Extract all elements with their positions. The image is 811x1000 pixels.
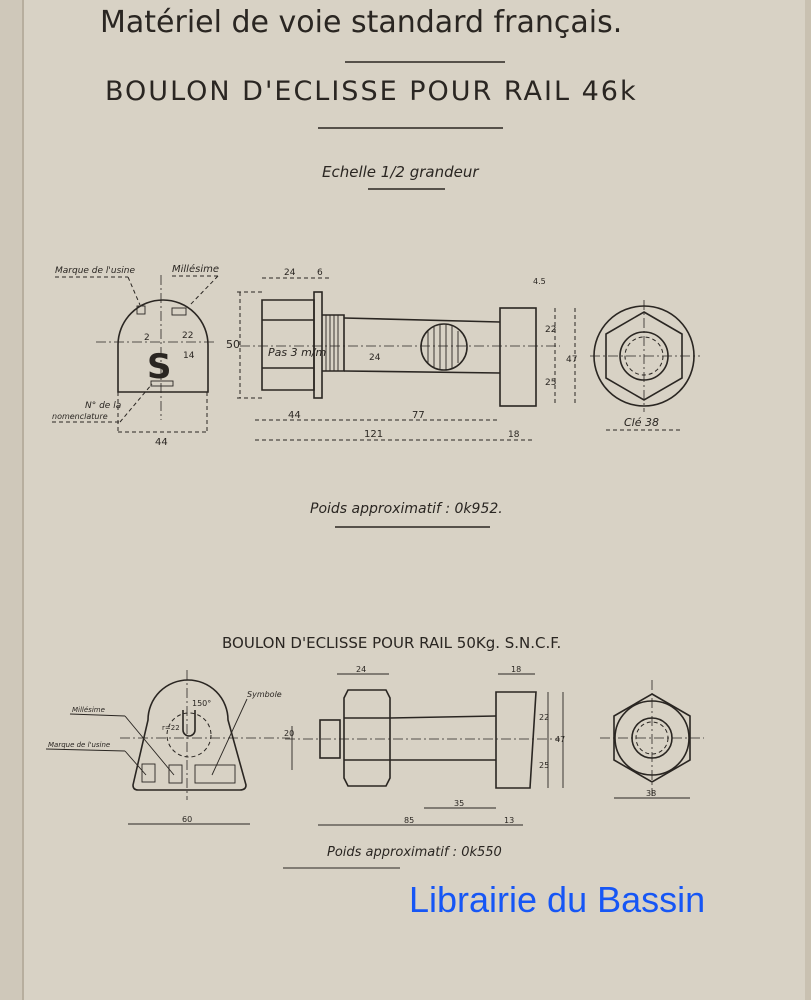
dim-24-nut: 24 [284,268,296,278]
dim-77: 77 [412,410,425,421]
angle-label: 150° [192,699,211,708]
bolt-head-view-46: S 44 22 14 2 Marque de l'usine Millésime… [52,263,219,448]
dim-47-50: 47 [555,735,565,744]
radius-label: r=22 [162,724,180,732]
dim-24-50: 24 [356,665,366,674]
dim-25: 25 [545,378,556,388]
dim-2-head: 2 [144,333,150,343]
dim-18-50: 18 [511,665,521,674]
dim-18: 18 [508,430,520,440]
dim-35-50: 35 [454,799,464,808]
page-title: Matériel de voie standard français. [100,5,622,40]
dim-22: 22 [545,325,556,335]
dim-20-50: 20 [284,729,294,738]
dim-22-50: 22 [539,713,549,722]
nut-end-view-46: Clé 38 [590,300,700,431]
nut-end-view-50: 38 [600,680,704,799]
dim-85-50: 85 [404,816,414,825]
wrench-size-label: Clé 38 [624,416,659,429]
page-edge [805,0,811,1000]
dim-47: 47 [566,355,577,365]
drawing-title-50: BOULON D'ECLISSE POUR RAIL 50Kg. S.N.C.F… [222,634,561,652]
dim-60: 60 [182,815,192,824]
label-millesime-50: Millésime [72,706,105,714]
bolt-head-view-50: 60 150° r=22 Symbole Millésime Marque de… [45,670,290,825]
label-millesime: Millésime [172,263,219,275]
label-marque-50: Marque de l'usine [48,741,110,749]
dim-25-50: 25 [539,761,549,770]
adjacent-page-edge [0,0,24,1000]
drawing-title-46: BOULON D'ECLISSE POUR RAIL 46k [105,76,638,107]
dim-13-50: 13 [504,816,514,825]
svg-text:S: S [147,347,172,387]
dim-24-shank: 24 [369,353,381,363]
dim-6: 6 [317,268,323,278]
scale-label: Echelle 1/2 grandeur [322,163,479,181]
weight-46: Poids approximatif : 0k952. [310,501,503,517]
dim-121: 121 [364,429,383,440]
label-symbole: Symbole [247,690,282,699]
watermark: Librairie du Bassin [409,879,706,920]
dim-44: 44 [288,410,301,421]
dim-44-head: 44 [155,437,168,448]
dim-50: 50 [226,338,240,351]
dim-14-head: 14 [183,351,195,361]
thread-pitch-label: Pas 3 m/m [268,346,326,359]
label-nomenclature-2: nomenclature [52,412,108,421]
weight-50: Poids approximatif : 0k550 [327,845,502,860]
dim-4-5: 4.5 [533,277,546,286]
label-marque-usine: Marque de l'usine [55,266,135,276]
dim-38-50: 38 [646,789,656,798]
dim-22-head: 22 [182,331,193,341]
label-nomenclature-1: N° de la [85,401,121,411]
bolt-side-view-50: 24 18 20 22 25 47 35 85 13 [284,665,565,826]
bolt-side-view-46: Pas 3 m/m 50 24 6 24 44 77 121 18 4.5 22… [226,268,577,441]
